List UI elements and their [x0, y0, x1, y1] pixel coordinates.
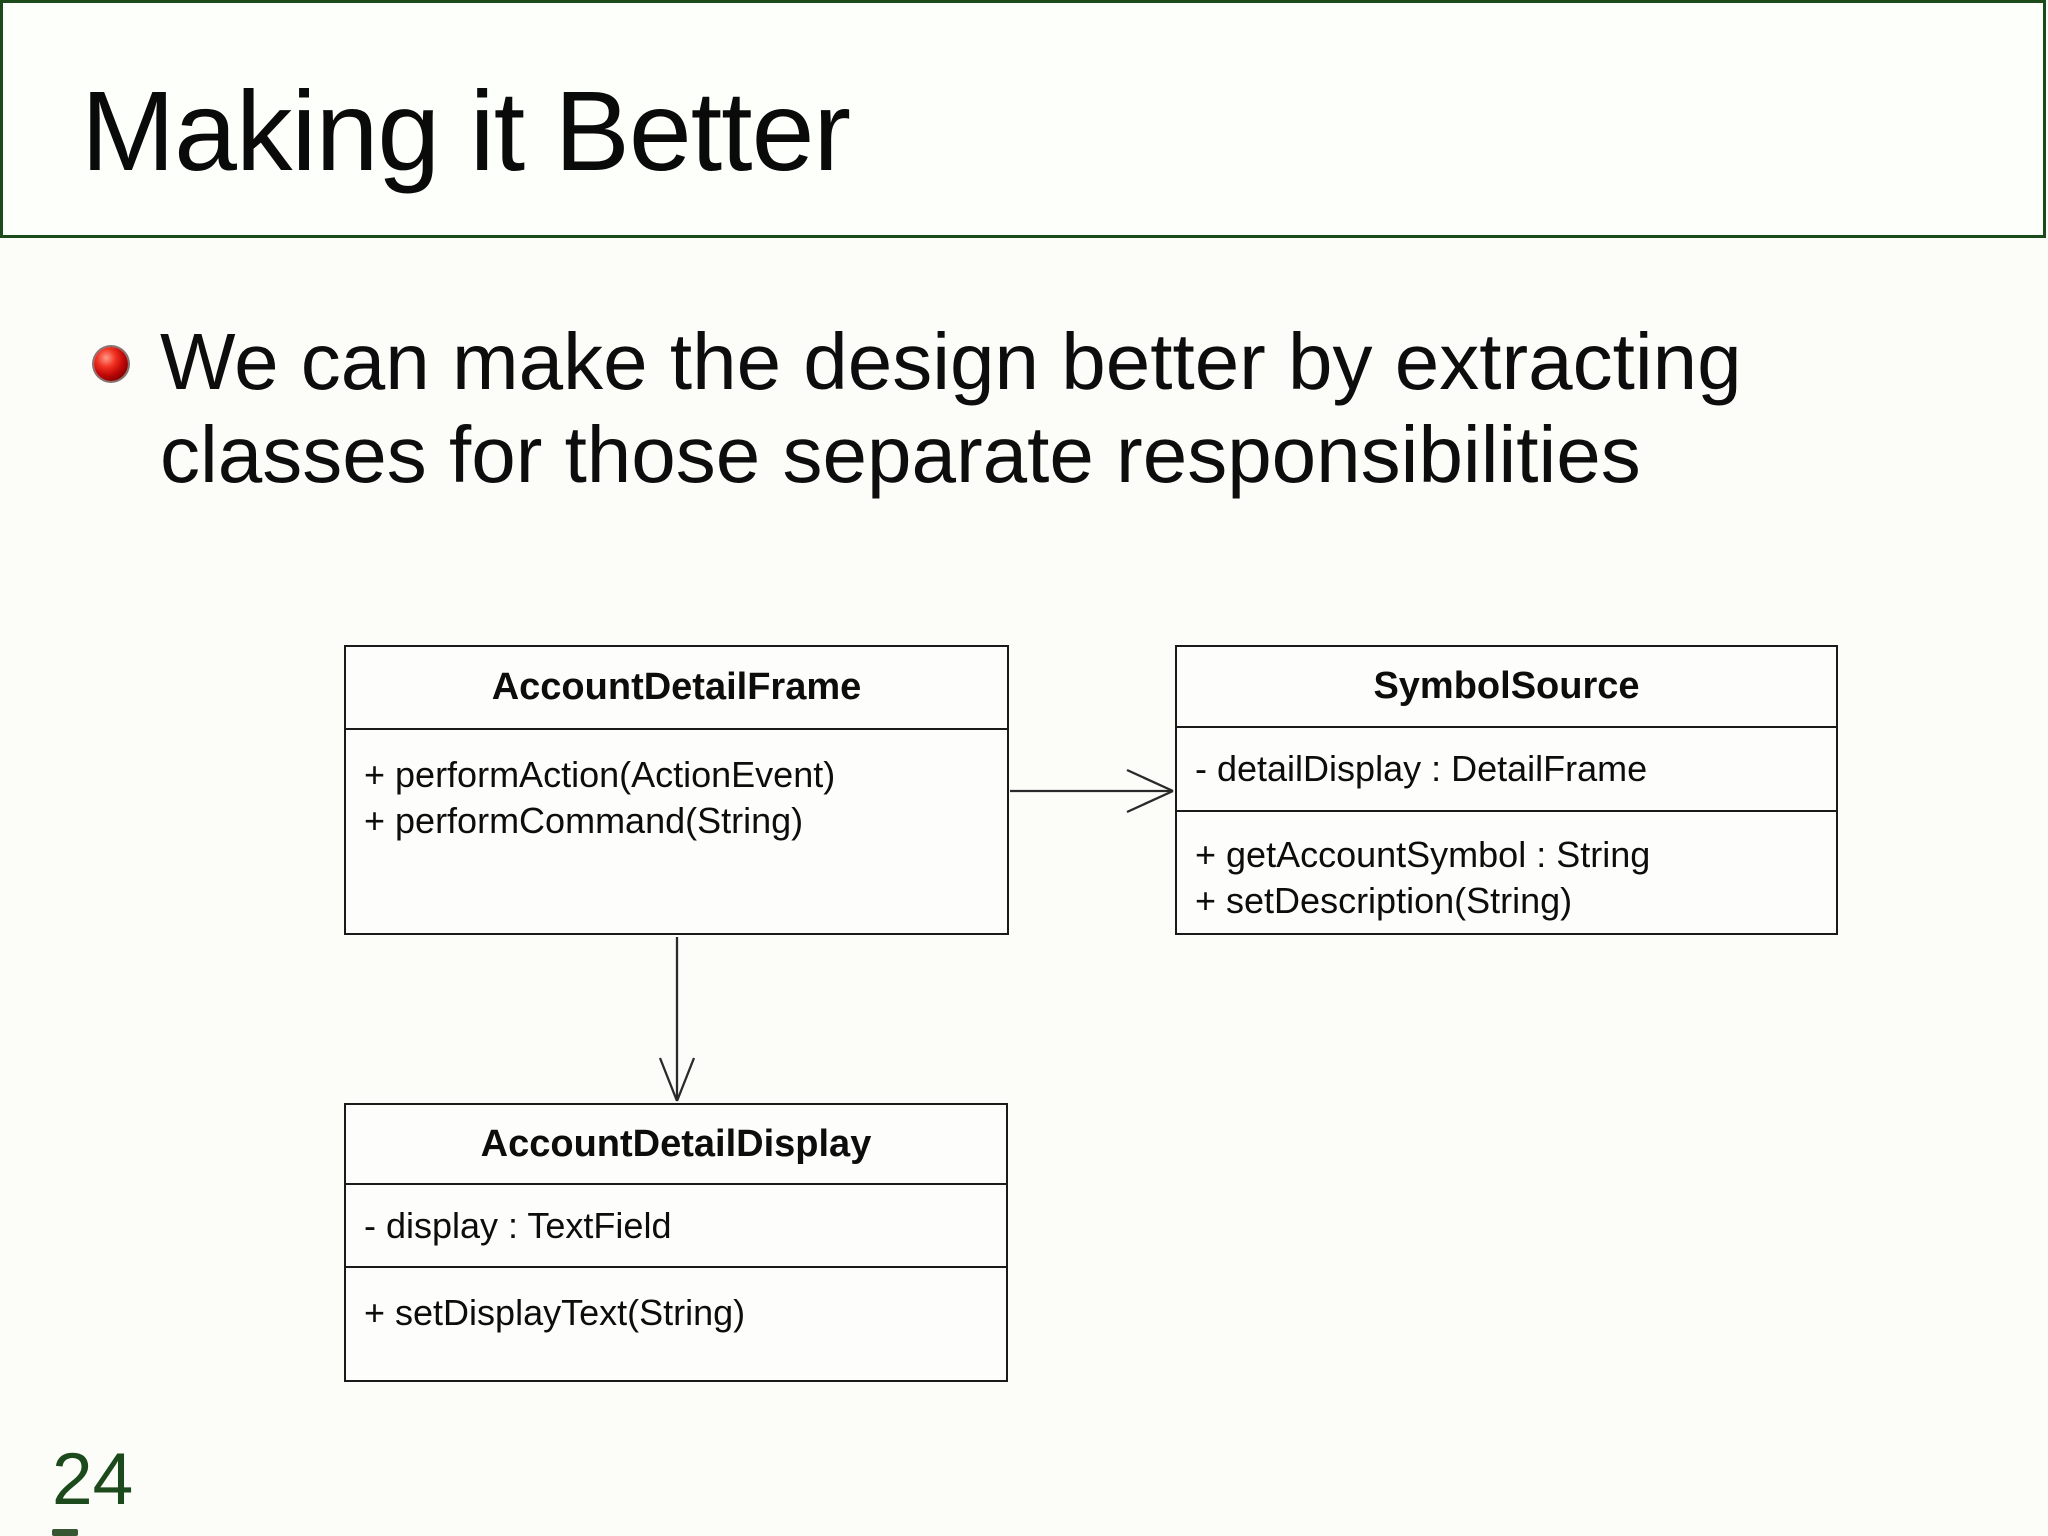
class-methods: + performAction(ActionEvent) + performCo…	[346, 730, 1007, 844]
attribute: - detailDisplay : DetailFrame	[1195, 748, 1648, 789]
page-number: 24	[52, 1439, 134, 1520]
class-methods: + setDisplayText(String)	[346, 1268, 1006, 1336]
attribute: - display : TextField	[364, 1204, 672, 1246]
page-title: Making it Better	[81, 68, 851, 194]
title-banner: Making it Better	[0, 0, 2046, 238]
uml-class-symbolsource: SymbolSource - detailDisplay : DetailFra…	[1175, 645, 1838, 935]
class-methods: + getAccountSymbol : String + setDescrip…	[1177, 812, 1836, 924]
class-name: AccountDetailDisplay	[346, 1105, 1006, 1185]
arrow-frame-to-detaildisplay	[658, 937, 696, 1102]
method: + performCommand(String)	[364, 800, 804, 841]
class-attributes: - detailDisplay : DetailFrame	[1177, 728, 1836, 812]
bullet-text: We can make the design better by extract…	[160, 315, 1742, 501]
class-name: AccountDetailFrame	[346, 647, 1007, 730]
arrow-frame-to-symbolsource	[1010, 768, 1174, 814]
class-attributes: - display : TextField	[346, 1185, 1006, 1268]
uml-class-accountdetaildisplay: AccountDetailDisplay - display : TextFie…	[344, 1103, 1008, 1382]
uml-class-accountdetailframe: AccountDetailFrame + performAction(Actio…	[344, 645, 1009, 935]
footer-smudge	[52, 1529, 78, 1536]
bullet-line-1: We can make the design better by extract…	[160, 317, 1742, 406]
method: + setDisplayText(String)	[364, 1292, 746, 1333]
bullet-line-2: classes for those separate responsibilit…	[160, 410, 1641, 499]
bullet-ball-icon	[94, 347, 128, 381]
method: + getAccountSymbol : String	[1195, 834, 1651, 875]
method: + performAction(ActionEvent)	[364, 754, 836, 795]
class-name: SymbolSource	[1177, 647, 1836, 728]
method: + setDescription(String)	[1195, 880, 1573, 921]
